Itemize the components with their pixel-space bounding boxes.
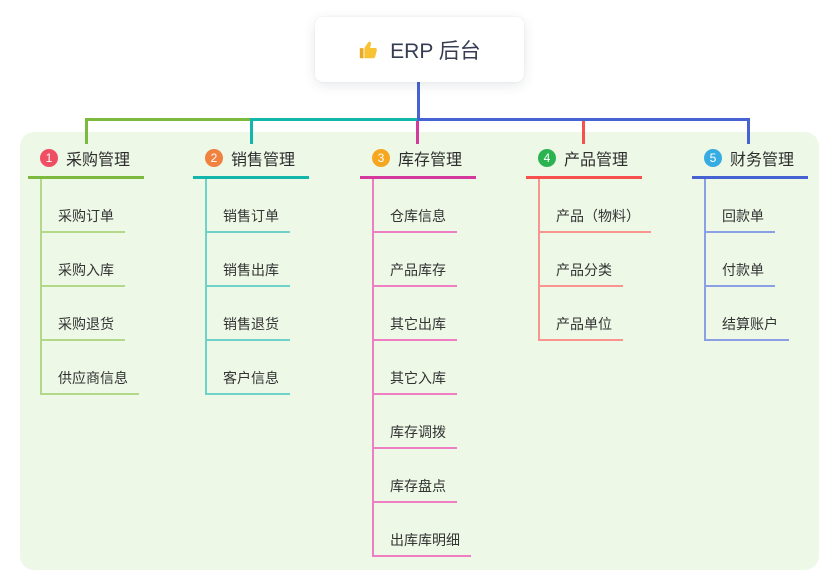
connector-drop-finance [747,118,750,144]
branch-title-row[interactable]: 3 库存管理 [360,146,476,179]
mindmap-node[interactable]: 其它入库 [372,341,457,395]
branch-trunk [372,179,374,557]
branch-badge: 4 [538,149,556,167]
thumbs-up-icon [358,39,380,61]
branches-panel [20,132,819,570]
mindmap-node[interactable]: 结算账户 [704,287,789,341]
branch-title-row[interactable]: 5 财务管理 [692,146,808,179]
mindmap-node[interactable]: 采购退货 [40,287,125,341]
branch-title: 销售管理 [231,152,296,169]
connector-drop-product [582,121,585,144]
branch-items: 采购订单采购入库采购退货供应商信息 [28,179,139,395]
branch-title: 采购管理 [66,152,131,169]
mindmap-node[interactable]: 付款单 [704,233,775,287]
mindmap-node[interactable]: 产品分类 [538,233,623,287]
mindmap-node[interactable]: 回款单 [704,179,775,233]
root-node[interactable]: ERP 后台 [315,17,524,82]
mindmap-node[interactable]: 库存调拨 [372,395,457,449]
branch-badge: 1 [40,149,58,167]
branch-inventory: 3 库存管理 仓库信息产品库存其它出库其它入库库存调拨库存盘点出库库明细 [360,146,476,557]
root-label: ERP 后台 [390,39,481,63]
mindmap-node[interactable]: 出库库明细 [372,503,471,557]
branch-items: 回款单付款单结算账户 [692,179,789,341]
branch-sales: 2 销售管理 销售订单销售出库销售退货客户信息 [193,146,309,395]
connector-drop-purchase [85,118,88,144]
branch-trunk [704,179,706,341]
branch-title-row[interactable]: 4 产品管理 [526,146,642,179]
connector-bus-teal [250,118,420,121]
branch-items: 销售订单销售出库销售退货客户信息 [193,179,290,395]
mindmap-node[interactable]: 客户信息 [205,341,290,395]
mindmap-node[interactable]: 采购入库 [40,233,125,287]
mindmap-node[interactable]: 库存盘点 [372,449,457,503]
mindmap-node[interactable]: 采购订单 [40,179,125,233]
branch-product: 4 产品管理 产品（物料）产品分类产品单位 [526,146,651,341]
mindmap-node[interactable]: 其它出库 [372,287,457,341]
connector-root-line [417,82,420,121]
branch-title-row[interactable]: 2 销售管理 [193,146,309,179]
branch-trunk [538,179,540,341]
branch-title: 产品管理 [564,152,629,169]
branch-title: 财务管理 [730,152,795,169]
mindmap-node[interactable]: 仓库信息 [372,179,457,233]
mindmap-node[interactable]: 产品（物料） [538,179,651,233]
branch-badge: 3 [372,149,390,167]
branch-trunk [40,179,42,395]
branch-trunk [205,179,207,395]
branch-items: 产品（物料）产品分类产品单位 [526,179,651,341]
mindmap-node[interactable]: 供应商信息 [40,341,139,395]
connector-drop-inventory [416,121,419,144]
branch-title: 库存管理 [398,152,463,169]
connector-bus-green [85,118,253,121]
branch-items: 仓库信息产品库存其它出库其它入库库存调拨库存盘点出库库明细 [360,179,471,557]
mindmap-node[interactable]: 销售退货 [205,287,290,341]
connector-drop-sales [250,118,253,144]
branch-purchase: 1 采购管理 采购订单采购入库采购退货供应商信息 [28,146,144,395]
branch-badge: 2 [205,149,223,167]
branch-title-row[interactable]: 1 采购管理 [28,146,144,179]
branch-finance: 5 财务管理 回款单付款单结算账户 [692,146,808,341]
mindmap-node[interactable]: 产品单位 [538,287,623,341]
branch-badge: 5 [704,149,722,167]
connector-bus-blue [417,118,750,121]
mindmap-node[interactable]: 销售出库 [205,233,290,287]
mindmap-node[interactable]: 产品库存 [372,233,457,287]
mindmap-node[interactable]: 销售订单 [205,179,290,233]
